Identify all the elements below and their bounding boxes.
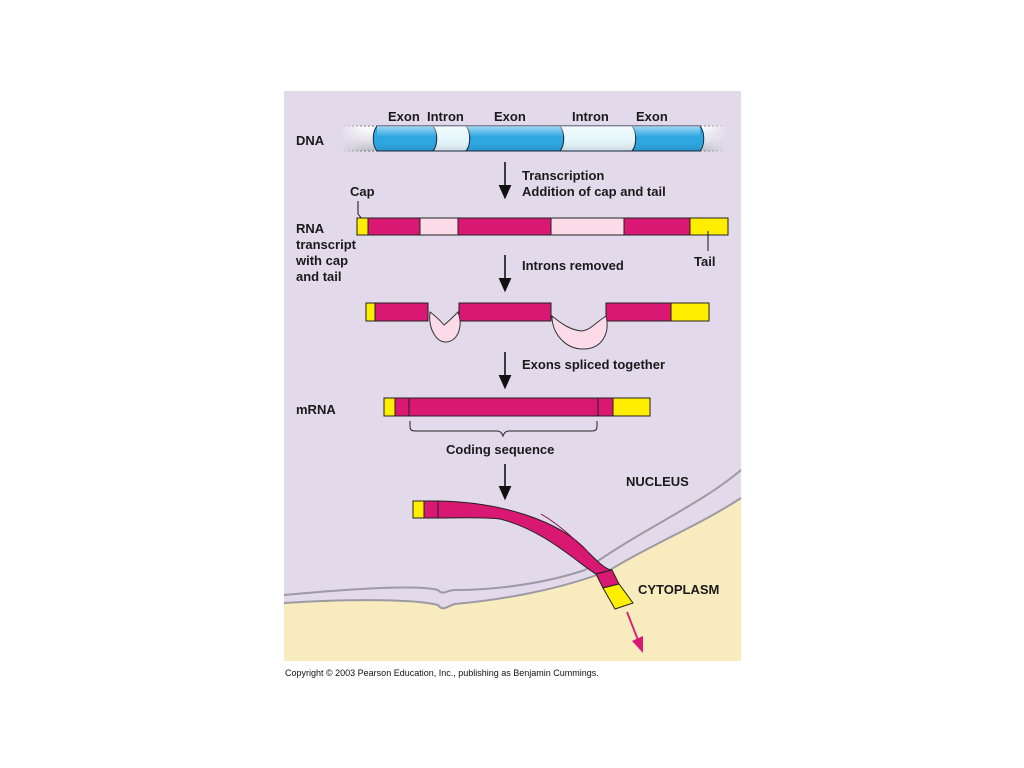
mrna-bar <box>383 397 651 417</box>
rna-transcript-label-line-1: RNA <box>296 221 325 236</box>
nuclear-envelope-outer <box>283 469 742 596</box>
step-cap-tail-label: Addition of cap and tail <box>522 184 666 199</box>
dna-segment-exon-2: Exon <box>494 109 526 124</box>
spliced-exons-row <box>365 302 710 322</box>
cap-pointer-line <box>357 201 363 220</box>
dna-segment-intron-1: Intron <box>427 109 464 124</box>
step-exons-spliced-label: Exons spliced together <box>522 357 665 372</box>
mrna-label: mRNA <box>296 402 336 417</box>
rna-transcript-bar <box>356 217 729 236</box>
rna-transcript-label-line-3: with cap <box>295 253 348 268</box>
dna-segment-exon-1: Exon <box>388 109 420 124</box>
dna-segment-intron-2: Intron <box>572 109 609 124</box>
dna-label: DNA <box>296 133 325 148</box>
export-arrowhead <box>632 636 643 653</box>
export-direction-arrow <box>626 611 639 641</box>
excised-intron-1 <box>429 311 461 343</box>
excised-intron-2 <box>551 314 608 350</box>
cap-label: Cap <box>350 184 375 199</box>
copyright-text: Copyright © 2003 Pearson Education, Inc.… <box>285 668 599 678</box>
cytoplasm-label: CYTOPLASM <box>638 582 719 597</box>
nucleus-label: NUCLEUS <box>626 474 689 489</box>
exported-mrna-ribbon <box>412 500 634 610</box>
step-transcription-label: Transcription <box>522 168 604 183</box>
rna-transcript-label-line-2: transcript <box>296 237 357 252</box>
coding-sequence-label: Coding sequence <box>446 442 554 457</box>
cytoplasm-region <box>284 498 741 661</box>
coding-sequence-brace <box>409 421 598 438</box>
dna-strand <box>340 124 728 154</box>
dna-segment-exon-3: Exon <box>636 109 668 124</box>
tail-label: Tail <box>694 254 715 269</box>
rna-transcript-label-line-4: and tail <box>296 269 342 284</box>
nuclear-envelope-inner <box>283 497 742 610</box>
step-introns-removed-label: Introns removed <box>522 258 624 273</box>
